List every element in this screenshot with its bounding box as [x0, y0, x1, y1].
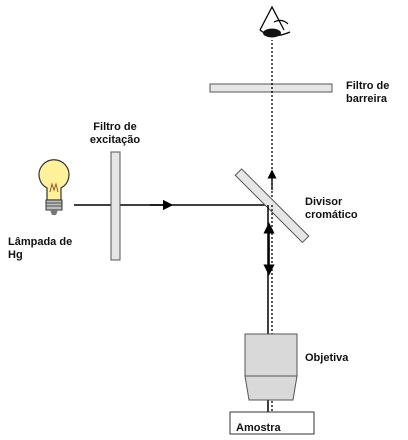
- barrier-filter: [209, 83, 333, 93]
- lamp-label: Lâmpada de Hg: [8, 236, 73, 261]
- objective-label: Objetiva: [305, 352, 349, 364]
- excitation-filter-label: Filtro de excitação: [89, 121, 141, 146]
- sample-label: Amostra: [236, 422, 281, 434]
- objective-lens: [244, 333, 298, 401]
- lamp-icon: [38, 159, 70, 215]
- excitation-filter: [110, 151, 121, 261]
- sample-box: [229, 411, 315, 435]
- eye-icon: [259, 5, 291, 38]
- dichroic-label: Divisor cromático: [305, 196, 358, 221]
- barrier-filter-label: Filtro de barreira: [346, 80, 390, 105]
